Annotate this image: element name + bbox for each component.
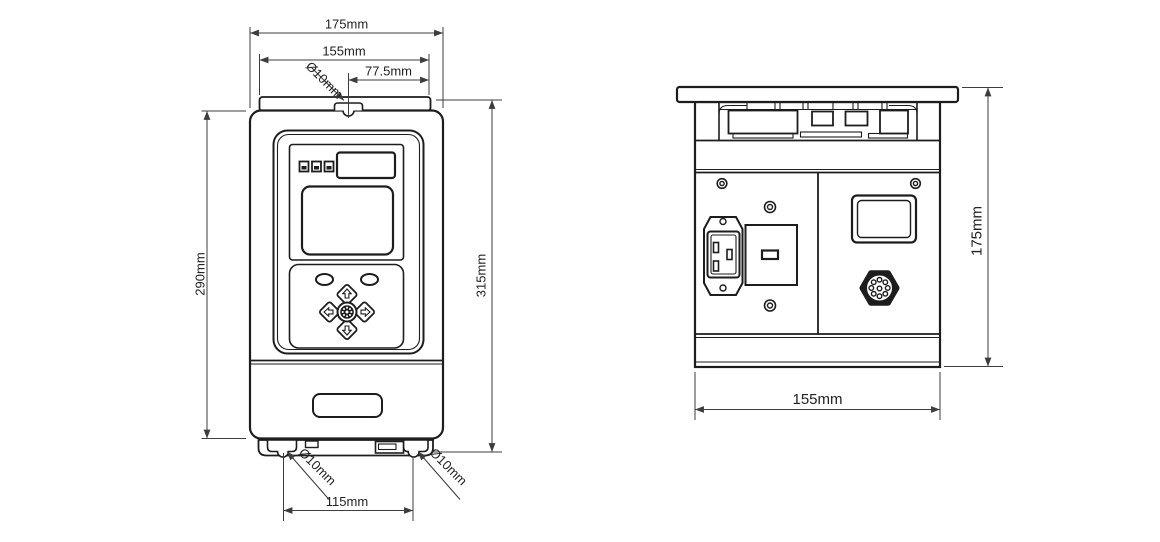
dim-front-flange-width-label: 155mm bbox=[322, 44, 365, 59]
power-switch[interactable] bbox=[744, 224, 798, 286]
connector-pin bbox=[882, 290, 889, 297]
dim-rear-overall-height-label: 175mm bbox=[969, 206, 986, 256]
keypad-panel bbox=[288, 263, 405, 349]
dpad-center-knob[interactable] bbox=[336, 301, 358, 323]
right-arrow-icon bbox=[360, 306, 371, 318]
front-body-outline bbox=[248, 109, 445, 440]
dim-rear-body-width: 155mm bbox=[694, 372, 941, 420]
rocker-switch[interactable] bbox=[760, 249, 780, 261]
inlet-pin-1 bbox=[712, 241, 720, 254]
nameplate bbox=[312, 393, 383, 418]
bay-port-1 bbox=[811, 110, 834, 127]
bay-port-2 bbox=[844, 110, 869, 127]
dim-front-slot-spacing-label: 115mm bbox=[326, 494, 368, 509]
display-area bbox=[288, 143, 405, 261]
status-led-1 bbox=[298, 160, 310, 173]
dpad bbox=[319, 284, 375, 340]
bottom-tab bbox=[304, 440, 319, 449]
connector-pin bbox=[870, 290, 877, 297]
inlet-pin-3 bbox=[726, 248, 733, 261]
dpad-right-button[interactable] bbox=[354, 301, 375, 323]
inlet-screw-hole-top bbox=[719, 217, 727, 226]
screw-top-left bbox=[716, 177, 728, 190]
keyhole-slot-bottom-right bbox=[402, 439, 429, 458]
connector-pin bbox=[876, 276, 883, 283]
dim-front-body-height-label: 290mm bbox=[193, 252, 208, 295]
din-connector[interactable] bbox=[859, 270, 900, 306]
inlet-pin-2 bbox=[712, 260, 720, 272]
dim-front-center-offset-label: 77.5mm bbox=[365, 64, 412, 79]
bottom-latch bbox=[374, 440, 405, 454]
connector-bay bbox=[718, 102, 918, 141]
leader-top-slot: Ø10mm bbox=[303, 59, 346, 102]
status-led-2 bbox=[311, 160, 322, 173]
dim-front-overall-width: 175mm bbox=[249, 17, 444, 108]
soft-key-left[interactable] bbox=[315, 273, 334, 286]
rear-top-flange bbox=[675, 85, 960, 104]
dpad-down-button[interactable] bbox=[336, 319, 358, 340]
front-bottom-flange bbox=[257, 439, 434, 458]
screw-mid-top bbox=[763, 200, 777, 214]
connector-pin-center bbox=[876, 285, 883, 292]
left-arrow-icon bbox=[323, 306, 334, 318]
down-arrow-icon bbox=[341, 325, 353, 336]
status-leds bbox=[298, 160, 335, 173]
connector-pin bbox=[882, 279, 889, 286]
io-window bbox=[850, 194, 918, 244]
dim-rear-overall-height: 175mm bbox=[944, 87, 1003, 367]
screw-mid-bottom bbox=[763, 299, 777, 312]
up-arrow-icon bbox=[341, 288, 353, 299]
connector-pin bbox=[876, 293, 883, 300]
status-led-3 bbox=[323, 160, 335, 173]
dpad-left-button[interactable] bbox=[319, 301, 340, 323]
front-panel bbox=[272, 129, 425, 355]
connector-pin bbox=[868, 285, 875, 292]
lcd-screen bbox=[300, 185, 395, 256]
dim-front-overall-width-label: 175mm bbox=[325, 17, 368, 32]
power-inlet[interactable] bbox=[703, 216, 744, 296]
rear-view: 175mm 155mm bbox=[675, 85, 1003, 420]
dim-front-overall-height: 315mm bbox=[433, 99, 502, 453]
dim-front-flange-width: 155mm bbox=[259, 44, 430, 95]
dim-rear-body-width-label: 155mm bbox=[792, 391, 842, 408]
soft-key-right[interactable] bbox=[360, 273, 379, 286]
dim-front-overall-height-label: 315mm bbox=[474, 254, 489, 297]
dim-front-center-offset: 77.5mm bbox=[348, 64, 430, 118]
leader-top-slot-label: Ø10mm bbox=[303, 59, 346, 102]
inlet-screw-hole-bottom bbox=[719, 284, 727, 292]
connector-pin bbox=[884, 285, 891, 292]
segment-display bbox=[335, 151, 397, 180]
screw-top-right bbox=[909, 177, 922, 190]
dpad-up-button[interactable] bbox=[336, 284, 358, 305]
dim-front-slot-spacing: 115mm bbox=[283, 453, 414, 521]
connector-pin bbox=[870, 279, 877, 286]
dim-front-body-height: 290mm bbox=[193, 110, 246, 439]
front-view: 175mm 155mm 77.5mm Ø10mm 290mm bbox=[193, 17, 502, 521]
